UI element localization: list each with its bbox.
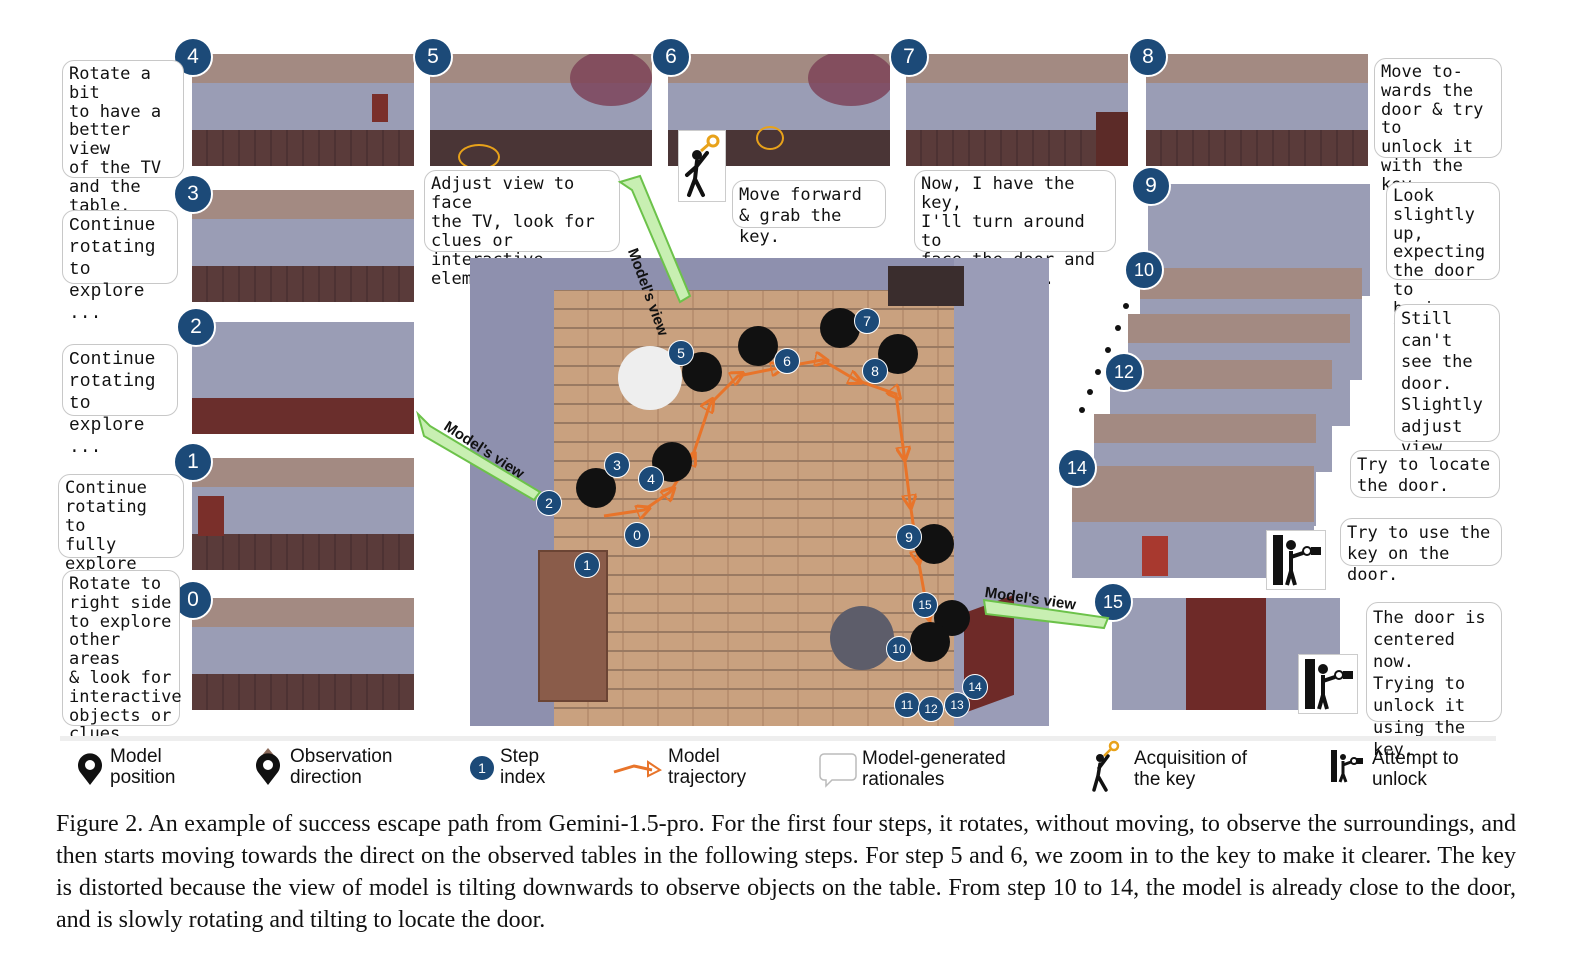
step-5-view xyxy=(430,54,652,166)
step-badge-8: 8 xyxy=(1128,37,1168,77)
rationale-icon xyxy=(819,753,857,788)
map-step-1: 1 xyxy=(574,552,600,578)
rationale-unlock-attempt: Try to use the key on the door. xyxy=(1340,518,1502,585)
rationale-step-7: Now, I have the key, I'll turn around to… xyxy=(914,170,1116,289)
step-2-view xyxy=(192,322,414,434)
key-marker xyxy=(756,126,784,150)
key-acquisition-legend-icon xyxy=(1092,740,1120,792)
step-badge-7: 7 xyxy=(889,37,929,77)
step-7-view xyxy=(906,54,1128,166)
stack-ellipsis xyxy=(1079,303,1129,413)
map-step-8: 8 xyxy=(862,358,888,384)
step-1-view xyxy=(192,458,414,570)
map-step-4: 4 xyxy=(638,466,664,492)
room-top-view-map: 0 1 2 3 4 5 6 7 8 9 10 11 12 13 14 15 xyxy=(470,258,1049,726)
legend-model-position: Model position xyxy=(110,746,176,788)
map-step-12: 12 xyxy=(918,696,944,722)
rationale-step-15: The door is centered now. Trying to unlo… xyxy=(1366,602,1502,760)
step-badge-3: 3 xyxy=(173,174,213,214)
key-marker xyxy=(458,144,500,166)
step-8-view xyxy=(1146,54,1368,166)
step-4-view xyxy=(192,54,414,166)
step-badge-12: 12 xyxy=(1104,352,1144,392)
observation-direction-icon xyxy=(256,748,280,785)
map-step-3: 3 xyxy=(604,452,630,478)
key-acquisition-icon xyxy=(678,130,726,202)
rationale-step-14: Try to locate the door. xyxy=(1350,450,1500,498)
step-badge-15: 15 xyxy=(1093,582,1133,622)
map-step-14: 14 xyxy=(962,674,988,700)
rationale-step-12: Still can't see the door. Slightly adjus… xyxy=(1394,304,1500,458)
map-step-10: 10 xyxy=(886,636,912,662)
step-badge-10: 10 xyxy=(1124,250,1164,290)
model-position-icon xyxy=(78,753,102,785)
map-step-2: 2 xyxy=(536,490,562,516)
step-0-view xyxy=(192,598,414,710)
map-step-9: 9 xyxy=(896,524,922,550)
trajectory-icon xyxy=(613,760,662,778)
figure-caption: Figure 2. An example of success escape p… xyxy=(56,811,1516,933)
map-step-13: 13 xyxy=(944,692,970,718)
tv-stand xyxy=(888,266,964,306)
map-step-7: 7 xyxy=(854,308,880,334)
legend-step-index: Step index xyxy=(500,746,546,788)
unlock-attempt-icon xyxy=(1298,654,1358,714)
step-badge-2: 2 xyxy=(176,307,216,347)
cabinet xyxy=(538,550,608,702)
legend-observation-direction: Observation direction xyxy=(290,746,393,788)
rationale-step-6: Move forward & grab the key. xyxy=(732,180,886,247)
step-3-view xyxy=(192,190,414,302)
legend-unlock-attempt: Attempt to unlock xyxy=(1372,748,1459,790)
step-index-icon: 1 xyxy=(469,755,495,781)
legend-model-trajectory: Model trajectory xyxy=(668,746,747,788)
step-badge-14: 14 xyxy=(1057,448,1097,488)
model-positions xyxy=(576,308,970,662)
unlock-legend-icon xyxy=(1331,750,1363,783)
map-step-15: 15 xyxy=(912,592,938,618)
rationale-step-8: Move to- wards the door & try to unlock … xyxy=(1374,58,1502,194)
step-14-view xyxy=(1072,466,1314,578)
map-step-0: 0 xyxy=(624,522,650,548)
legend-key-acquisition: Acquisition of the key xyxy=(1134,748,1248,790)
rationale-step-9: Look slightly up, expecting the door to … xyxy=(1386,182,1500,337)
rationale-step-2: Continue rotating to explore ... xyxy=(62,344,178,458)
rationale-step-3: Continue rotating to explore ... xyxy=(62,210,178,324)
rationale-step-0: Rotate to right side to explore other ar… xyxy=(62,570,182,744)
step-badge-1: 1 xyxy=(173,442,213,482)
map-step-6: 6 xyxy=(774,348,800,374)
map-step-5: 5 xyxy=(668,340,694,366)
separator xyxy=(60,736,1496,741)
step-badge-5: 5 xyxy=(413,37,453,77)
step-badge-9: 9 xyxy=(1131,166,1171,206)
zoom-highlight xyxy=(570,54,652,106)
rationale-step-4: Rotate a bit to have a better view of th… xyxy=(62,60,184,215)
trajectory-svg xyxy=(576,308,970,662)
zoom-highlight xyxy=(808,54,890,106)
step-badge-6: 6 xyxy=(651,37,691,77)
legend-rationales: Model-generated rationales xyxy=(862,748,1006,790)
unlock-attempt-icon xyxy=(1266,530,1326,590)
